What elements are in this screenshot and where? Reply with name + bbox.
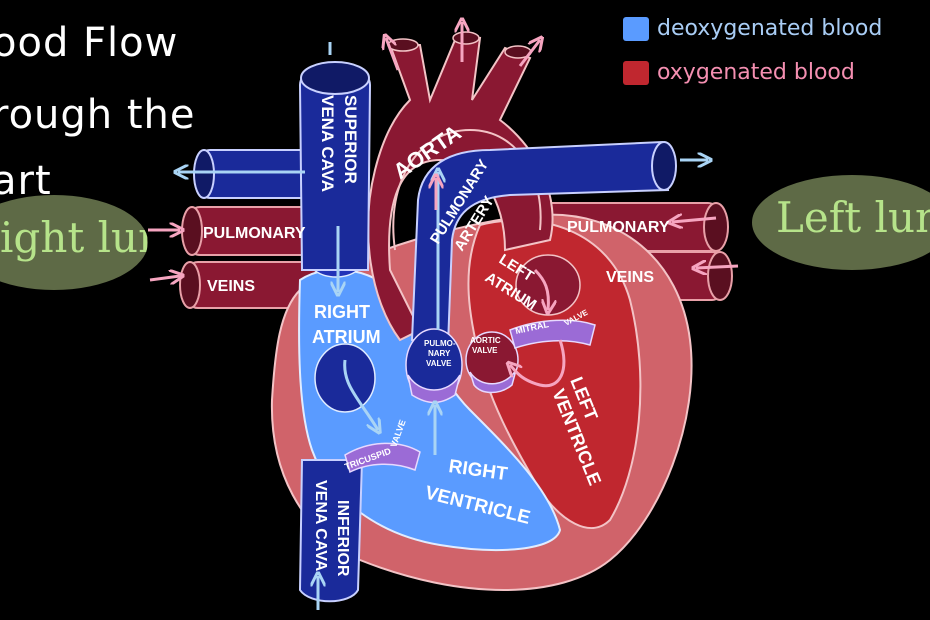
- svc-top: [300, 61, 370, 95]
- arrow-lv-to-aorta: [510, 339, 566, 388]
- legend-deoxygenated: deoxygenated blood: [623, 16, 882, 41]
- pulmonary-valve: [405, 328, 463, 404]
- ivc-label-2: VENA CAVA: [312, 480, 329, 572]
- title-line-1: ood Flow: [0, 20, 179, 66]
- arrow-aorta-branch-1: [386, 38, 400, 71]
- svc-label-1: SUPERIOR: [341, 95, 360, 184]
- arrow-right-lung-vein-2: [149, 276, 180, 280]
- aortic-valve-label-2: VALVE: [472, 346, 498, 355]
- aorta-branch-1-top: [387, 38, 419, 52]
- right-atrium-label-2: ATRIUM: [312, 327, 381, 347]
- right-pulmonary-veins: [179, 206, 329, 309]
- arrow-left-lung-vein-1: [672, 218, 717, 222]
- pulmonary-valve-label-1: PULMO-: [424, 339, 456, 348]
- aorta-branch-2-top: [452, 31, 480, 45]
- legend-swatch-deoxygenated: [623, 16, 649, 41]
- aortic-valve-label-1: AORTIC: [470, 336, 501, 345]
- legend-oxygenated: oxygenated blood: [623, 60, 855, 85]
- legend-label-oxygenated: oxygenated blood: [657, 60, 855, 85]
- mitral-valve: [509, 319, 596, 349]
- arrow-left-lung-vein-2: [696, 266, 739, 268]
- arrow-left-atrium-down: [533, 268, 548, 310]
- pulmonary-artery-left-end: [651, 141, 677, 191]
- legend-swatch-oxygenated: [623, 60, 649, 85]
- pulmonary-valve-label-2: NARY: [428, 349, 451, 358]
- right-lung-label: ight lung: [0, 213, 148, 262]
- inferior-vena-cava: [298, 459, 364, 603]
- pulmonary-valve-label-3: VALVE: [426, 359, 452, 368]
- right-lung: ight lung: [0, 195, 148, 290]
- arrow-aorta-branch-3: [518, 40, 540, 67]
- right-atrium-label-1: RIGHT: [314, 302, 370, 322]
- ivc-label-1: INFERIOR: [334, 500, 351, 577]
- right-pv-label-2: VEINS: [207, 278, 255, 295]
- left-lung: Left lung: [752, 175, 930, 270]
- left-pv-label-2: VEINS: [606, 269, 654, 286]
- pulmonary-artery-right-branch: [193, 149, 331, 199]
- right-atrium-opening: [314, 343, 376, 413]
- left-lung-label: Left lung: [776, 193, 930, 242]
- title-line-2: rough the: [0, 92, 196, 138]
- left-pv-label-1: PULMONARY: [567, 219, 670, 236]
- tricuspid-valve: [344, 442, 421, 474]
- right-pv-label-1: PULMONARY: [203, 225, 306, 242]
- svc-label-2: VENA CAVA: [318, 95, 337, 192]
- legend-label-deoxygenated: deoxygenated blood: [657, 16, 883, 41]
- arrow-atrium-to-ventricle: [343, 359, 378, 430]
